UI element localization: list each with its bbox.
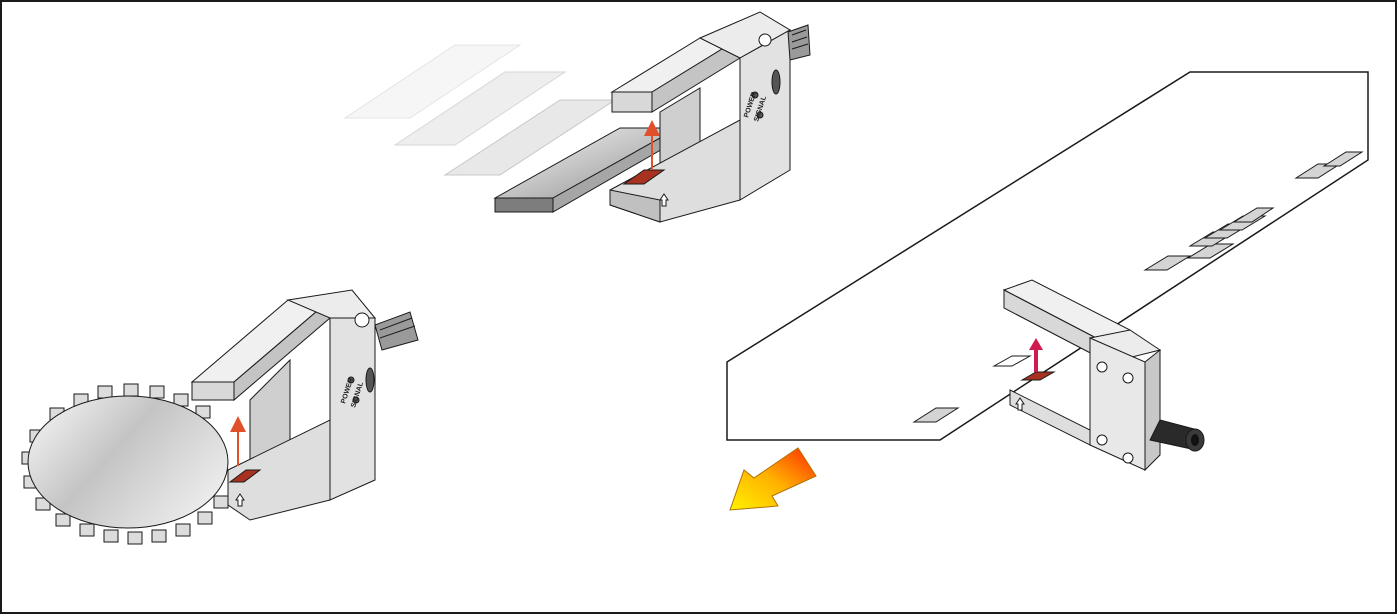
right-emitter-pad — [1020, 371, 1056, 381]
gear-disc — [27, 395, 229, 529]
metal-plate-edge — [494, 197, 554, 213]
faded-label-1 — [343, 44, 522, 119]
left-gear-sensing-scene: POWER SIGNAL — [21, 289, 419, 545]
web-flow-direction-arrow — [729, 447, 817, 511]
faded-label-2 — [393, 71, 567, 146]
label-web — [726, 71, 1369, 441]
left-emitter-pad — [228, 469, 262, 483]
right-arrow-mark — [1015, 397, 1025, 411]
left-sensor-body: POWER SIGNAL — [190, 289, 419, 521]
top-arrow-mark — [659, 193, 669, 207]
web-labels — [912, 151, 1364, 423]
top-emitter-pad — [622, 169, 666, 185]
right-sensor-body — [1002, 279, 1205, 472]
top-label-sensing-scene: POWER SIGNAL — [343, 11, 811, 223]
right-beam-arrowhead — [1029, 338, 1043, 350]
left-arrow-mark — [235, 493, 245, 507]
top-sensor-body: POWER SIGNAL — [609, 11, 811, 223]
right-label-web-scene — [726, 71, 1369, 511]
